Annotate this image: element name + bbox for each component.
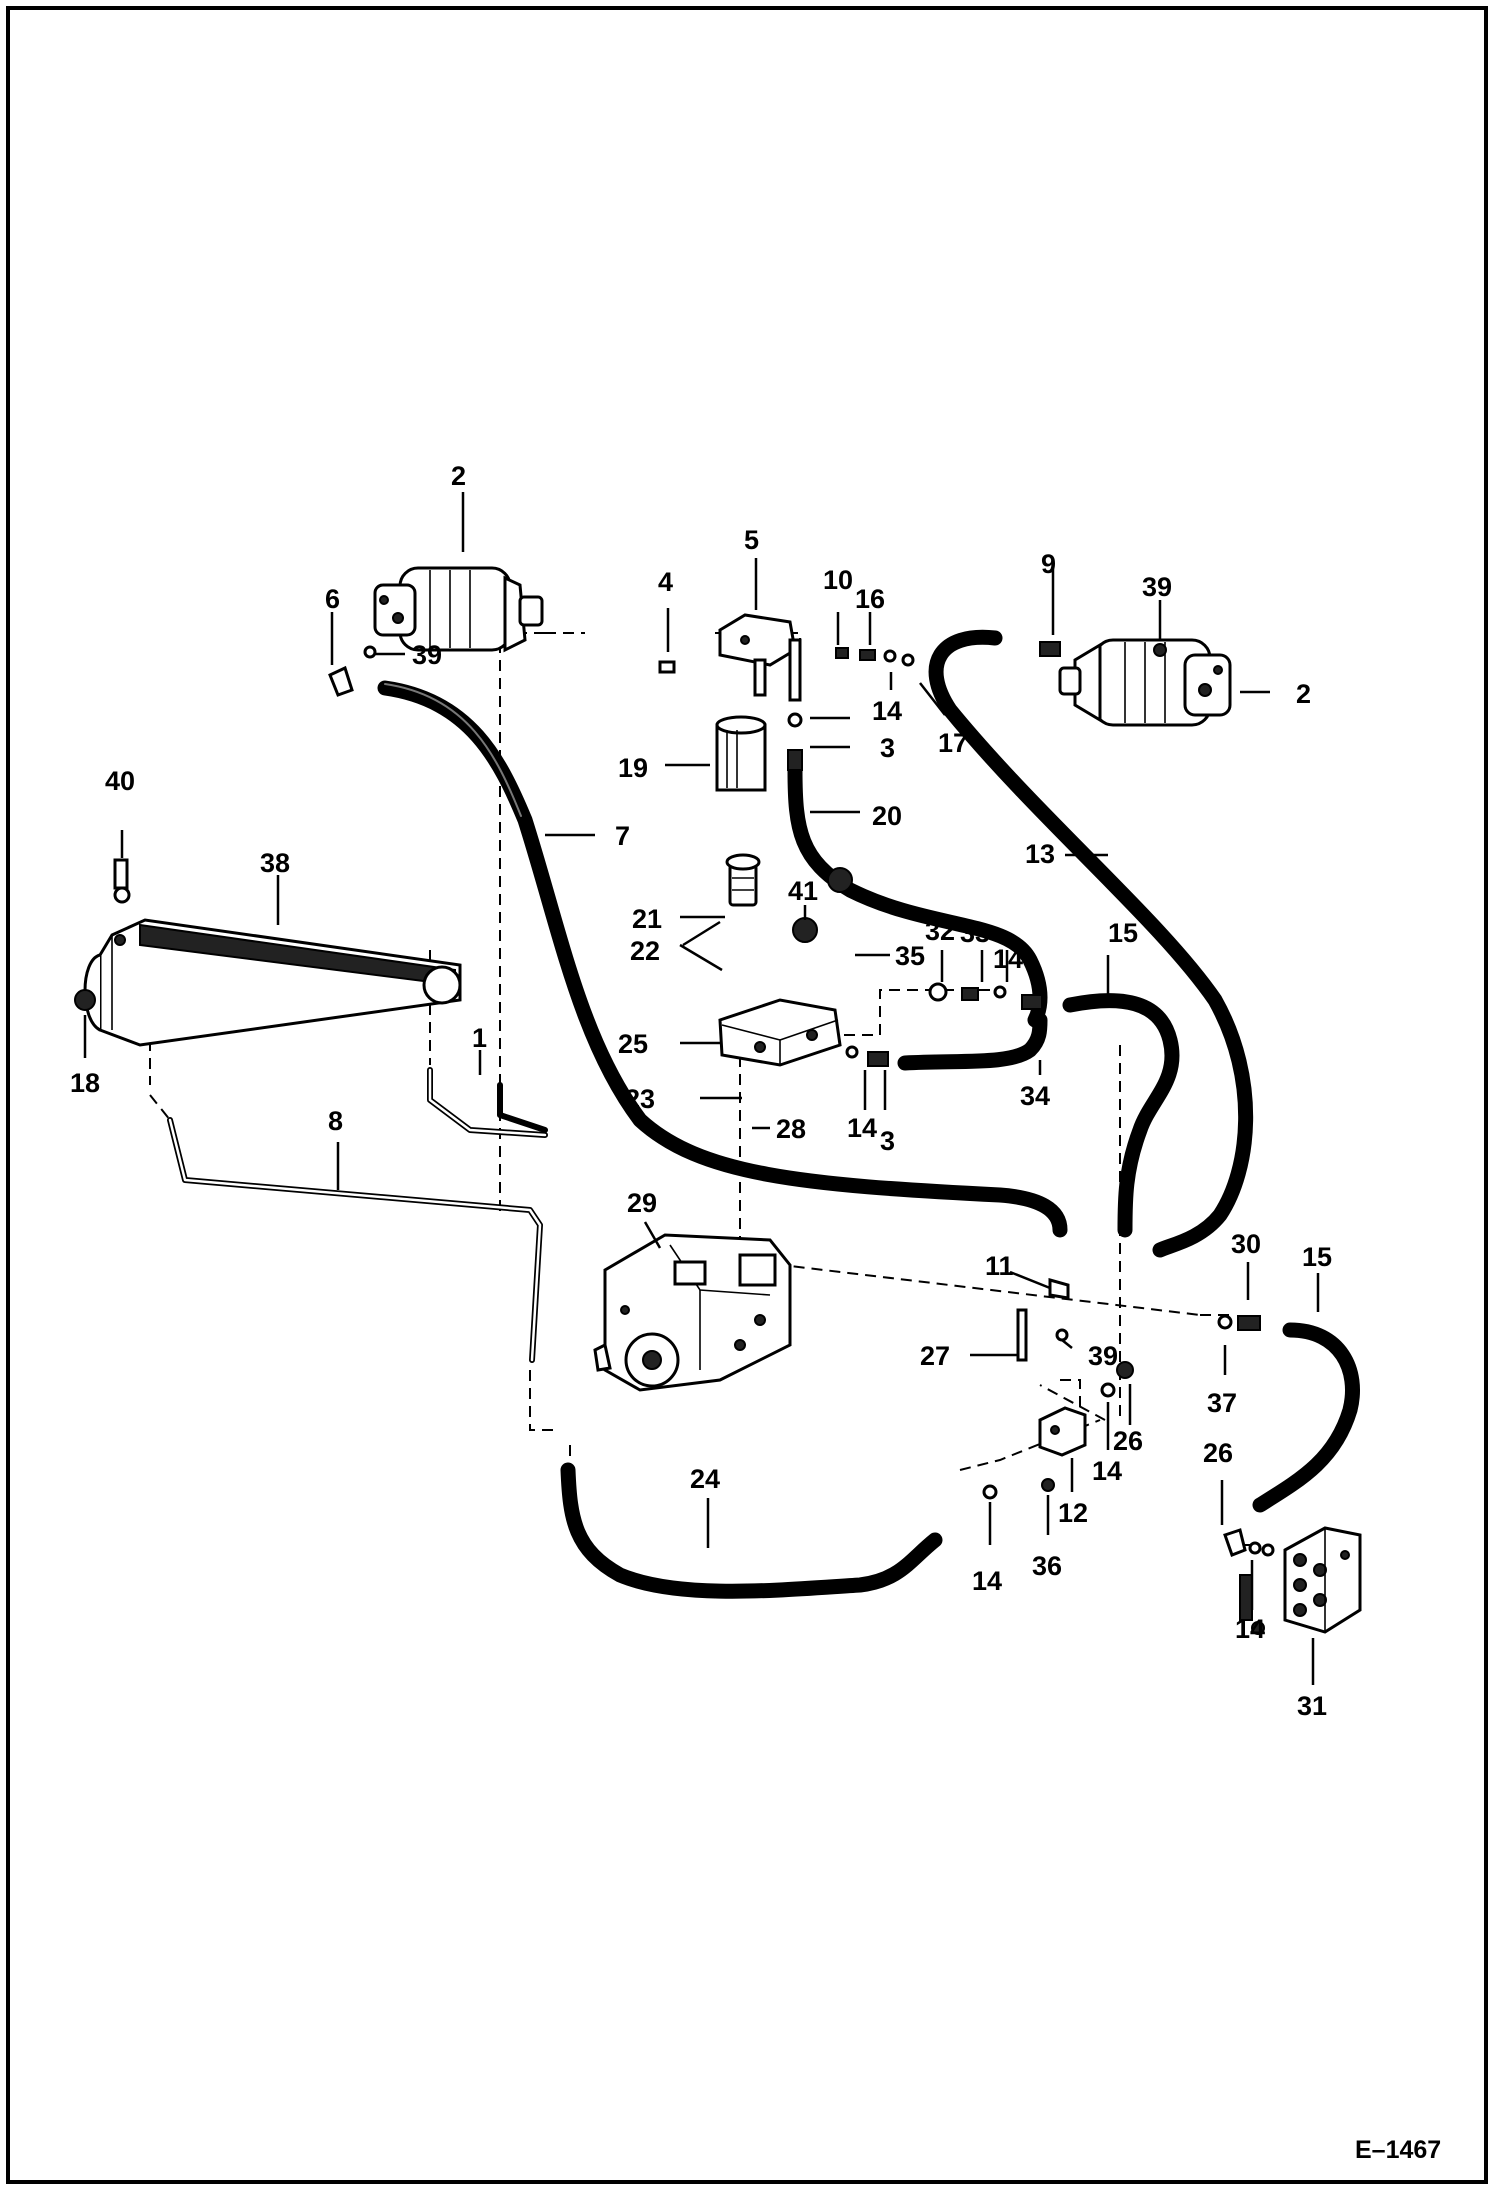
callout-15-upper: 15 (1108, 918, 1138, 948)
callout-19: 19 (618, 753, 648, 783)
callout-6: 6 (325, 584, 340, 614)
filter-head-5 (718, 613, 802, 702)
callout-9: 9 (1041, 549, 1056, 579)
filter-19 (715, 715, 767, 792)
callout-26-mid: 26 (1113, 1426, 1143, 1456)
hose-25-lower (897, 1012, 1048, 1071)
callout-26-right: 26 (1203, 1438, 1233, 1468)
callout-34: 34 (1020, 1081, 1050, 1111)
callout-3-top: 3 (880, 733, 895, 763)
callout-40: 40 (105, 766, 135, 796)
callout-39-lower: 39 (1088, 1341, 1118, 1371)
callout-38: 38 (260, 848, 290, 878)
callout-2-right: 2 (1296, 679, 1311, 709)
pump-29 (593, 1233, 792, 1392)
callout-14-top: 14 (872, 696, 902, 726)
callout-28: 28 (776, 1114, 806, 1144)
callout-31: 31 (1297, 1691, 1327, 1721)
motor-2-right (1058, 638, 1232, 727)
callout-2-left: 2 (451, 461, 466, 491)
tube-8 (167, 1117, 543, 1363)
hose-13 (928, 629, 1254, 1258)
callout-23: 23 (625, 1084, 655, 1114)
callout-33: 33 (960, 918, 990, 948)
figure-reference: E–1467 (1355, 2136, 1441, 2164)
hose-20 (787, 762, 1048, 1028)
callout-14-lower-mid: 14 (1092, 1456, 1122, 1486)
callout-25: 25 (618, 1029, 648, 1059)
callout-7: 7 (615, 821, 630, 851)
callout-39-right: 39 (1142, 572, 1172, 602)
oil-cooler-38 (83, 918, 462, 1047)
callout-29: 29 (627, 1188, 657, 1218)
assembly-dashed-lines (149, 632, 1250, 1546)
hose-15-upper (1062, 993, 1180, 1238)
control-valve-31 (1283, 1526, 1362, 1634)
callout-14-bottom: 14 (972, 1566, 1002, 1596)
callout-41: 41 (788, 876, 818, 906)
callout-24: 24 (690, 1464, 720, 1494)
callout-4: 4 (658, 567, 673, 597)
callout-labels: 2 6 39 4 5 10 16 14 17 3 9 39 2 19 20 7 … (70, 461, 1441, 2164)
callout-21: 21 (632, 904, 662, 934)
callout-10: 10 (823, 565, 853, 595)
callout-37: 37 (1207, 1388, 1237, 1418)
callout-22: 22 (630, 936, 660, 966)
callout-27: 27 (920, 1341, 950, 1371)
hose-15-lower (1252, 1322, 1360, 1513)
callout-32: 32 (925, 916, 955, 946)
tee-block-12 (1038, 1406, 1087, 1457)
hose-7 (377, 680, 1068, 1238)
callout-8: 8 (328, 1106, 343, 1136)
valve-21 (725, 853, 761, 907)
callout-30: 30 (1231, 1229, 1261, 1259)
callout-14-bottom-right: 14 (1235, 1614, 1265, 1644)
callout-1: 1 (472, 1023, 487, 1053)
motor-2-left (373, 566, 544, 653)
callout-12: 12 (1058, 1498, 1088, 1528)
callout-36: 36 (1032, 1551, 1062, 1581)
callout-3-mid: 3 (880, 1126, 895, 1156)
valve-block-25 (718, 998, 842, 1067)
hose-24 (560, 1462, 943, 1599)
leader-lines (83, 492, 1320, 1685)
callout-14-upper-right: 14 (993, 944, 1023, 974)
callout-11: 11 (985, 1251, 1014, 1281)
fittings (74, 641, 1275, 1635)
callout-35: 35 (895, 941, 925, 971)
callout-15-lower: 15 (1302, 1242, 1332, 1272)
callout-16: 16 (855, 584, 885, 614)
callout-17: 17 (938, 728, 968, 758)
callout-5: 5 (744, 525, 759, 555)
tube-1 (427, 1067, 548, 1138)
callout-14-mid: 14 (847, 1113, 877, 1143)
callout-13: 13 (1025, 839, 1055, 869)
callout-18: 18 (70, 1068, 100, 1098)
callout-39-left: 39 (412, 640, 442, 670)
callout-20: 20 (872, 801, 902, 831)
